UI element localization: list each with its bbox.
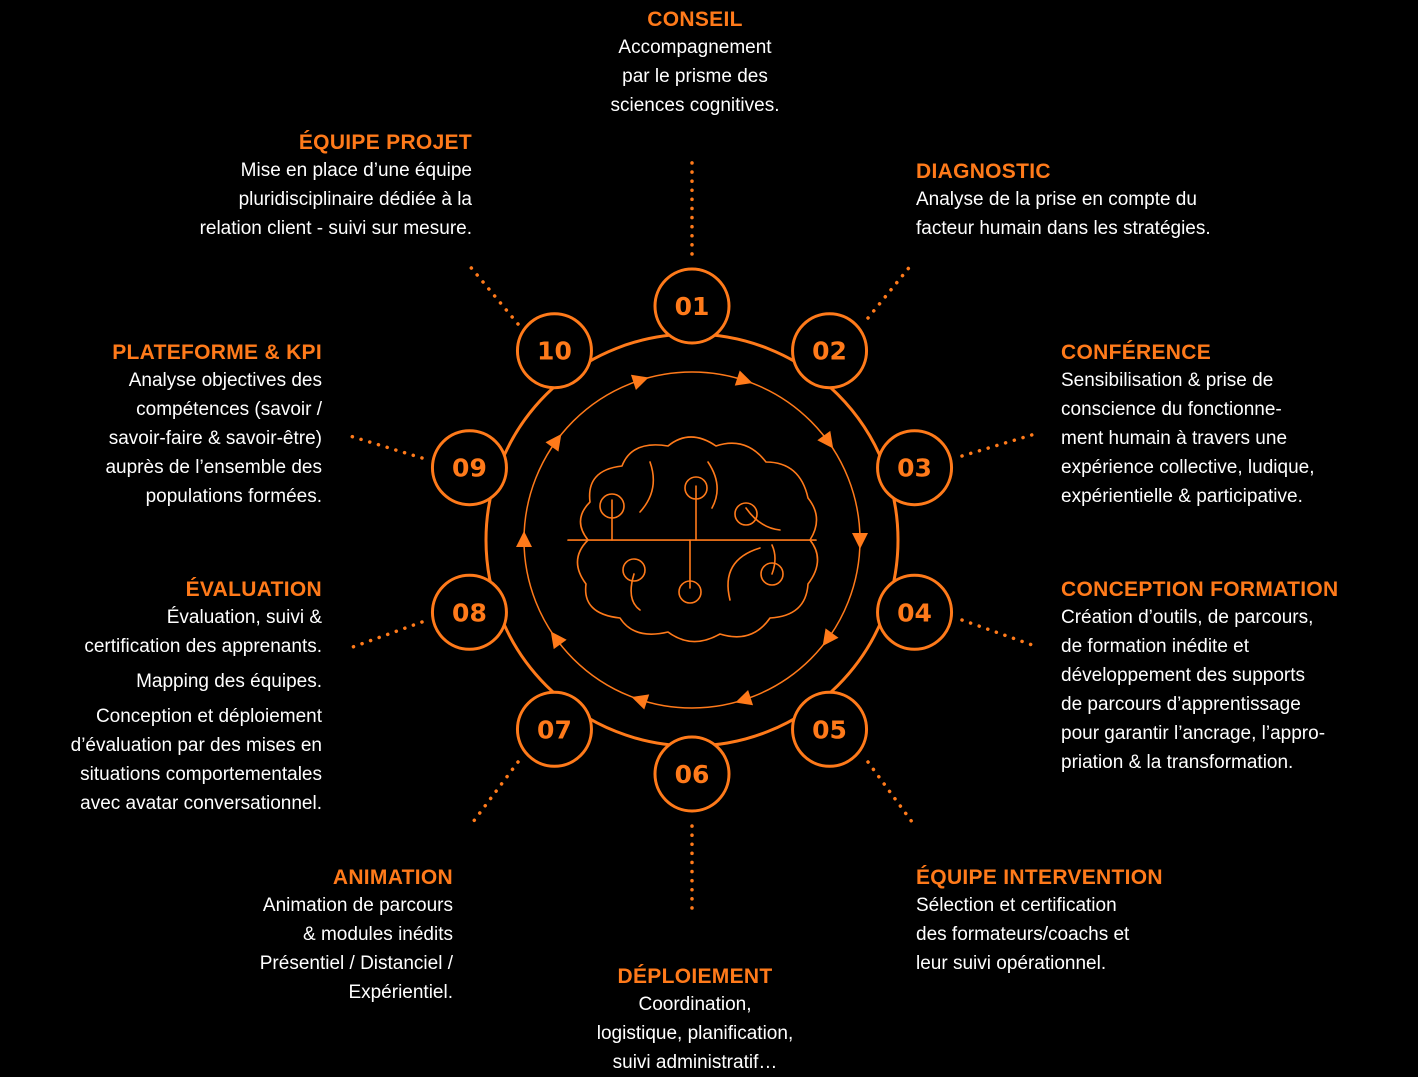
flow-arrow-icon xyxy=(545,433,562,452)
step-04-node: 04 xyxy=(876,573,954,651)
step-06-description: Coordination,logistique, planification,s… xyxy=(596,994,794,1073)
step-04-title: CONCEPTION FORMATION xyxy=(1061,578,1339,601)
flow-arrow-icon xyxy=(735,690,754,706)
step-01-node: 01 xyxy=(653,267,731,345)
step-03-node: 03 xyxy=(876,429,954,507)
step-05-number: 05 xyxy=(812,715,847,744)
brain-icon xyxy=(567,436,819,643)
step-06-number: 06 xyxy=(675,760,710,789)
step-08-description: Évaluation, suivi &certification des app… xyxy=(84,607,322,657)
connector-10 xyxy=(466,262,520,326)
flow-arrow-icon xyxy=(631,694,650,710)
flow-arrow-icon xyxy=(550,631,567,650)
step-10-title: ÉQUIPE PROJET xyxy=(298,131,472,154)
flow-arrow-icon xyxy=(822,628,839,647)
step-01-number: 01 xyxy=(675,292,710,321)
step-06-text: DÉPLOIEMENT Coordination,logistique, pla… xyxy=(540,964,850,1077)
step-07-text: ANIMATION Animation de parcours& modules… xyxy=(260,865,453,1007)
connector-04 xyxy=(960,618,1037,648)
step-01-title: CONSEIL xyxy=(647,8,743,31)
step-04-number: 04 xyxy=(897,598,932,627)
flow-arrow-icon xyxy=(852,533,868,549)
step-04-text: CONCEPTION FORMATION Création d’outils, … xyxy=(1061,577,1338,777)
connector-09 xyxy=(348,434,424,460)
step-10-number: 10 xyxy=(537,337,572,366)
step-05-text: ÉQUIPE INTERVENTION Sélection et certifi… xyxy=(916,865,1163,978)
step-09-number: 09 xyxy=(452,454,487,483)
connector-03 xyxy=(960,432,1037,458)
flow-arrow-icon xyxy=(516,531,532,547)
flow-arrow-icon xyxy=(630,374,649,390)
step-09-title: PLATEFORME & KPI xyxy=(112,341,322,364)
step-07-node: 07 xyxy=(515,690,593,768)
step-10-node: 10 xyxy=(515,312,593,390)
step-06-node: 06 xyxy=(653,735,731,813)
flow-arrow-icon xyxy=(734,370,753,386)
step-03-title: CONFÉRENCE xyxy=(1061,341,1212,364)
step-10-text: ÉQUIPE PROJET Mise en place d’une équipe… xyxy=(200,130,472,243)
step-08-mapping: Mapping des équipes. xyxy=(136,671,322,692)
connector-02 xyxy=(866,262,914,320)
step-03-number: 03 xyxy=(897,454,932,483)
step-04-description: Création d’outils, de parcours,de format… xyxy=(1061,607,1326,773)
step-05-node: 05 xyxy=(791,690,869,768)
step-02-number: 02 xyxy=(812,337,847,366)
step-07-title: ANIMATION xyxy=(332,866,453,889)
flow-arrows xyxy=(516,370,868,710)
step-09-node: 09 xyxy=(430,429,508,507)
flow-arrow-icon xyxy=(817,430,834,449)
step-07-number: 07 xyxy=(537,715,572,744)
step-08-node: 08 xyxy=(430,573,508,651)
connector-05 xyxy=(866,760,917,828)
step-02-text: DIAGNOSTIC Analyse de la prise en compte… xyxy=(916,159,1211,243)
step-02-title: DIAGNOSTIC xyxy=(916,160,1051,183)
step-06-title: DÉPLOIEMENT xyxy=(617,965,773,988)
step-02-node: 02 xyxy=(791,312,869,390)
connectors xyxy=(348,156,1037,916)
connector-08 xyxy=(348,620,424,650)
step-08-title: ÉVALUATION xyxy=(185,578,322,601)
connector-07 xyxy=(468,760,520,828)
step-08-number: 08 xyxy=(452,598,487,627)
step-08-text: ÉVALUATION Évaluation, suivi &certificat… xyxy=(71,577,322,818)
step-05-title: ÉQUIPE INTERVENTION xyxy=(916,866,1163,889)
